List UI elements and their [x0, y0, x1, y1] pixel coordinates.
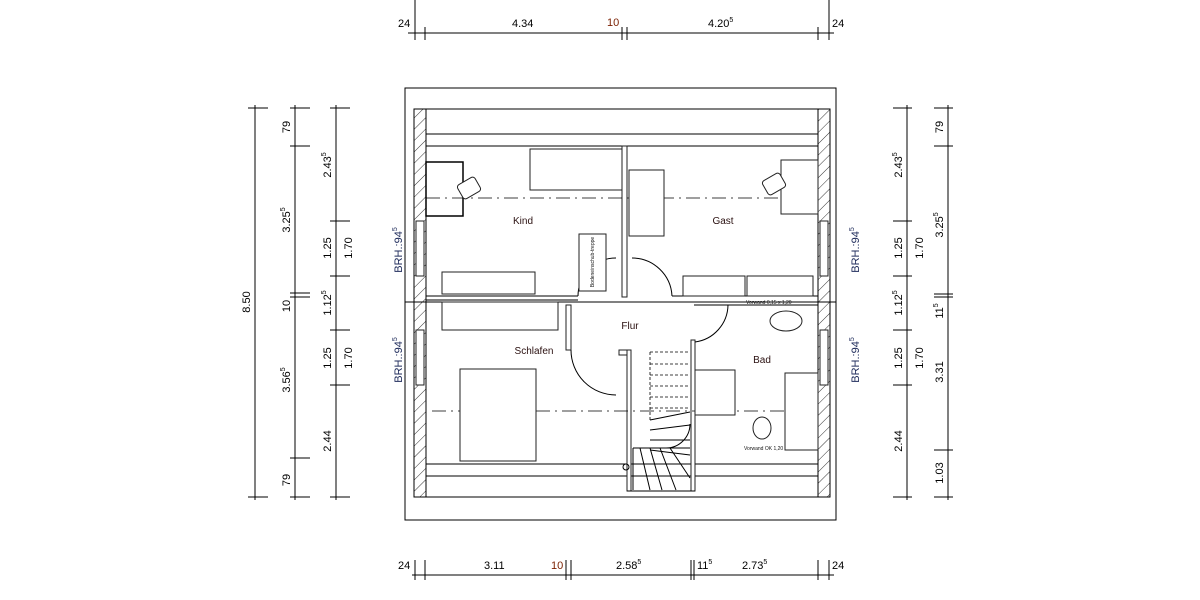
dim-right-inner-3: 1.125 — [892, 290, 905, 315]
dim-left-middle-4: 79 — [281, 474, 293, 486]
right-wall — [817, 108, 831, 498]
window-bad — [819, 329, 829, 386]
dim-bottom-6: 24 — [832, 560, 844, 572]
room-labels: Kind Gast Flur Schlafen Bad — [513, 216, 771, 366]
room-label-bad: Bad — [753, 355, 771, 366]
dim-bottom-1: 3.11 — [484, 560, 505, 572]
wall-bad-left — [690, 339, 696, 492]
window-sill-label-right-top: BRH.:945 — [849, 227, 862, 273]
room-label-flur: Flur — [621, 321, 639, 332]
dim-right-inner-6: 2.44 — [893, 430, 905, 451]
dim-right-inner-2: 1.70 — [914, 237, 926, 258]
dim-left-overall: 8.50 — [241, 291, 253, 312]
dim-right-outer-4: 1.03 — [934, 462, 946, 483]
shower — [694, 369, 736, 416]
dim-left-inner-5: 1.70 — [343, 347, 355, 368]
wall-kind-gast — [621, 145, 628, 298]
dim-bottom-3: 2.585 — [616, 559, 641, 572]
dim-bottom-0: 24 — [398, 560, 410, 572]
door-bad — [694, 304, 729, 343]
attic-stair-label: Bodeneinschub-treppe — [590, 237, 596, 288]
chair-gast — [761, 172, 787, 196]
dim-left-middle-3: 3.565 — [280, 367, 293, 392]
dim-right-inner-5: 1.70 — [914, 347, 926, 368]
dim-left-inner-1: 1.25 — [322, 237, 334, 258]
dim-bottom-5: 2.735 — [742, 559, 767, 572]
room-label-schlafen: Schlafen — [515, 346, 554, 357]
window-sill-label-right-bottom: BRH.:945 — [849, 337, 862, 383]
washbasin — [769, 310, 803, 332]
dim-top-3: 4.205 — [708, 17, 733, 30]
dim-bottom-2: 10 — [551, 560, 563, 572]
dim-right-inner-4: 1.25 — [893, 347, 905, 368]
dim-right-inner-0: 2.435 — [892, 152, 905, 177]
bottom-dimension-line: 24 3.11 10 2.585 115 2.735 24 — [398, 559, 844, 580]
wall-flur-left — [565, 304, 572, 351]
window-sill-label-left-top: BRH.:945 — [392, 227, 405, 273]
dim-right-outer-0: 79 — [934, 121, 946, 133]
window-sill-label-left-bottom: BRH.:945 — [392, 337, 405, 383]
dim-left-middle-2: 10 — [281, 300, 293, 312]
window-kind — [415, 220, 425, 277]
wall-stub — [618, 349, 628, 356]
prewall-label-2: Vorwand OK 1,20 — [744, 446, 783, 452]
bathtub — [784, 372, 819, 451]
window-schlafen — [415, 329, 425, 386]
right-dimension-lines: 2.435 1.25 1.70 1.125 1.25 1.70 2.44 79 … — [849, 105, 953, 500]
attic-stair-hatch — [578, 233, 607, 292]
chair-kind — [456, 176, 482, 200]
roof-outline — [404, 87, 837, 521]
dim-left-inner-2: 1.70 — [343, 237, 355, 258]
dim-right-outer-3: 3.31 — [934, 361, 946, 382]
bed-kind — [529, 148, 623, 191]
door-gast — [631, 257, 673, 297]
door-schlafen — [570, 349, 617, 396]
dim-left-inner-4: 1.25 — [322, 347, 334, 368]
staircase — [622, 351, 691, 491]
dim-top-2: 10 — [607, 17, 619, 29]
bed-gast-1 — [682, 275, 746, 297]
dim-right-inner-1: 1.25 — [893, 237, 905, 258]
room-label-gast: Gast — [712, 216, 733, 227]
dim-top-0: 24 — [398, 18, 410, 30]
left-dimension-lines: 8.50 79 3.255 10 3.565 79 2.435 1.25 1.7… — [241, 105, 405, 500]
dim-left-inner-0: 2.435 — [321, 152, 334, 177]
dim-right-outer-1: 3.255 — [933, 212, 946, 237]
room-label-kind: Kind — [513, 216, 533, 227]
dim-left-inner-3: 1.125 — [321, 290, 334, 315]
dim-top-4: 24 — [832, 18, 844, 30]
wardrobe-schlafen — [459, 368, 537, 462]
dim-bottom-4: 115 — [697, 559, 712, 572]
dim-top-1: 4.34 — [512, 18, 533, 30]
furniture: Bodeneinschub-treppe Vorwand 0,15 x 1,20… — [425, 148, 819, 491]
dim-left-inner-6: 2.44 — [322, 430, 334, 451]
desk-kind — [425, 161, 464, 217]
prewall-label-1: Vorwand 0,15 x 1,20 — [746, 300, 792, 306]
left-wall — [413, 108, 427, 498]
bed-gast-2 — [746, 275, 814, 297]
dim-left-middle-0: 79 — [281, 121, 293, 133]
toilet — [752, 416, 772, 440]
dim-left-middle-1: 3.255 — [280, 207, 293, 232]
dim-right-outer-2: 115 — [933, 303, 946, 318]
bench-kind — [441, 271, 536, 295]
bench-schlafen — [441, 301, 559, 331]
top-dimension-line: 24 4.34 10 4.205 24 — [398, 0, 844, 40]
window-gast — [819, 220, 829, 277]
sofa-gast — [628, 169, 665, 237]
desk-gast — [780, 159, 819, 215]
building — [404, 87, 837, 521]
